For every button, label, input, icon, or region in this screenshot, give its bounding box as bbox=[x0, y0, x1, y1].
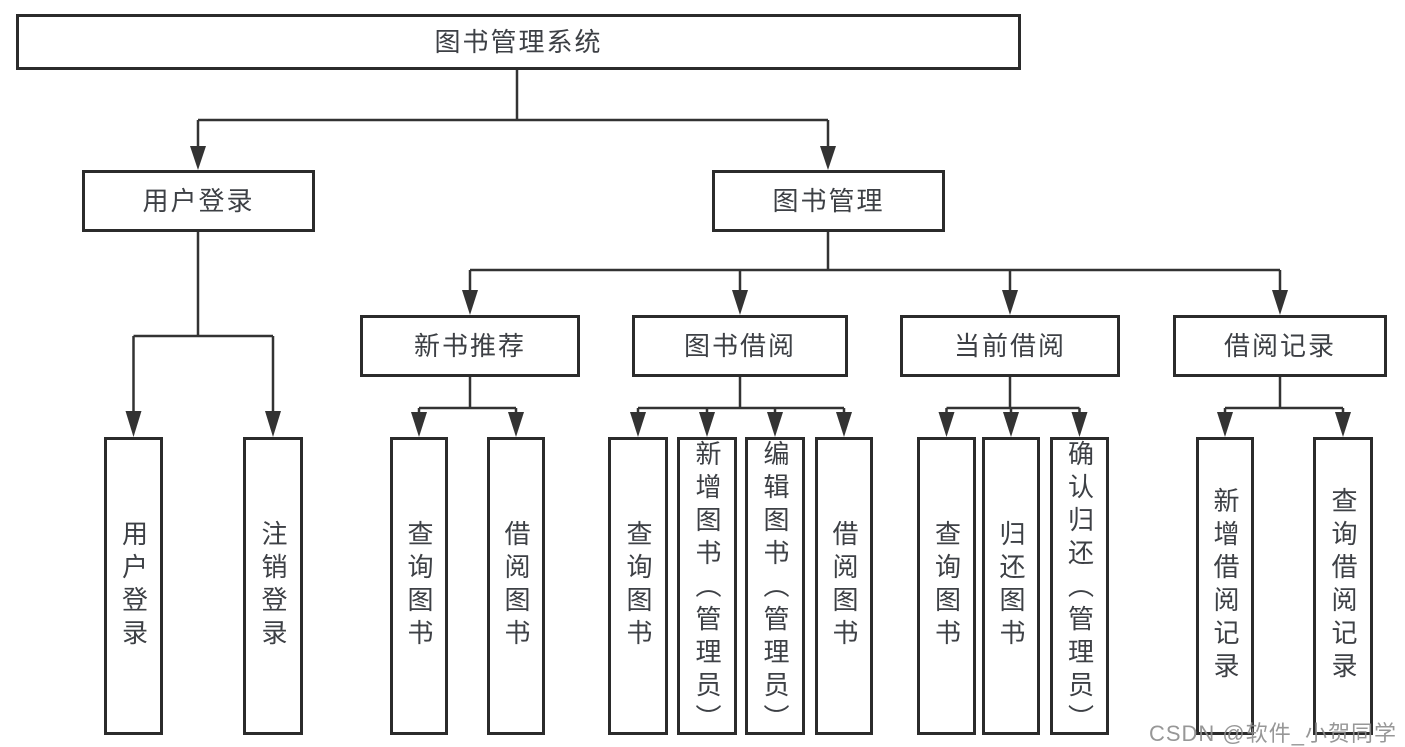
node-user-login-label: 用户登录 bbox=[142, 186, 255, 216]
leaf-user-login-label: 用户登录 bbox=[118, 520, 149, 652]
watermark: CSDN @软件_小贺同学 bbox=[1148, 721, 1397, 746]
leaf-logout-label: 注销登录 bbox=[258, 520, 288, 652]
node-book-borrowing-label: 图书借阅 bbox=[683, 331, 796, 361]
leaf-borrowing-borrow-books-label: 借阅图书 bbox=[829, 520, 859, 652]
leaf-borrowing-query-books-label: 查询图书 bbox=[623, 520, 653, 652]
node-current-borrowing-label: 当前借阅 bbox=[953, 331, 1066, 361]
leaf-newbook-borrow-books: 借阅图书 bbox=[487, 437, 545, 735]
leaf-borrowing-add-books-admin: 新增图书（管理员） bbox=[677, 437, 737, 737]
leaf-current-query-books-label: 查询图书 bbox=[931, 520, 962, 652]
node-user-login: 用户登录 bbox=[82, 170, 315, 232]
leaf-current-query-books: 查询图书 bbox=[917, 437, 976, 735]
leaf-borrowing-query-books: 查询图书 bbox=[608, 437, 668, 735]
node-new-book-recommend: 新书推荐 bbox=[360, 315, 580, 377]
leaf-borrowing-add-books-admin-label: 新增图书（管理员） bbox=[692, 440, 722, 737]
leaf-newbook-query-books: 查询图书 bbox=[390, 437, 448, 735]
node-current-borrowing: 当前借阅 bbox=[900, 315, 1120, 377]
leaf-current-return-books: 归还图书 bbox=[982, 437, 1040, 735]
leaf-borrowing-edit-books-admin-label: 编辑图书（管理员） bbox=[760, 440, 790, 737]
leaf-records-query-record: 查询借阅记录 bbox=[1313, 437, 1373, 735]
leaf-records-query-record-label: 查询借阅记录 bbox=[1328, 487, 1358, 685]
node-book-borrowing: 图书借阅 bbox=[632, 315, 848, 377]
leaf-borrowing-edit-books-admin: 编辑图书（管理员） bbox=[745, 437, 805, 737]
node-library-system-label: 图书管理系统 bbox=[434, 27, 603, 57]
node-library-system: 图书管理系统 bbox=[16, 14, 1021, 70]
leaf-user-login: 用户登录 bbox=[104, 437, 163, 735]
leaf-newbook-borrow-books-label: 借阅图书 bbox=[501, 520, 531, 652]
node-book-management-label: 图书管理 bbox=[772, 186, 885, 216]
leaf-current-confirm-return-admin: 确认归还（管理员） bbox=[1050, 437, 1109, 737]
leaf-borrowing-borrow-books: 借阅图书 bbox=[815, 437, 873, 735]
leaf-records-add-record: 新增借阅记录 bbox=[1196, 437, 1254, 735]
node-borrow-records: 借阅记录 bbox=[1173, 315, 1387, 377]
node-book-management: 图书管理 bbox=[712, 170, 945, 232]
node-borrow-records-label: 借阅记录 bbox=[1223, 331, 1336, 361]
leaf-current-confirm-return-admin-label: 确认归还（管理员） bbox=[1064, 440, 1095, 737]
leaf-logout: 注销登录 bbox=[243, 437, 303, 735]
leaf-newbook-query-books-label: 查询图书 bbox=[404, 520, 434, 652]
leaf-records-add-record-label: 新增借阅记录 bbox=[1210, 487, 1240, 685]
leaf-current-return-books-label: 归还图书 bbox=[996, 520, 1026, 652]
node-new-book-recommend-label: 新书推荐 bbox=[413, 331, 526, 361]
